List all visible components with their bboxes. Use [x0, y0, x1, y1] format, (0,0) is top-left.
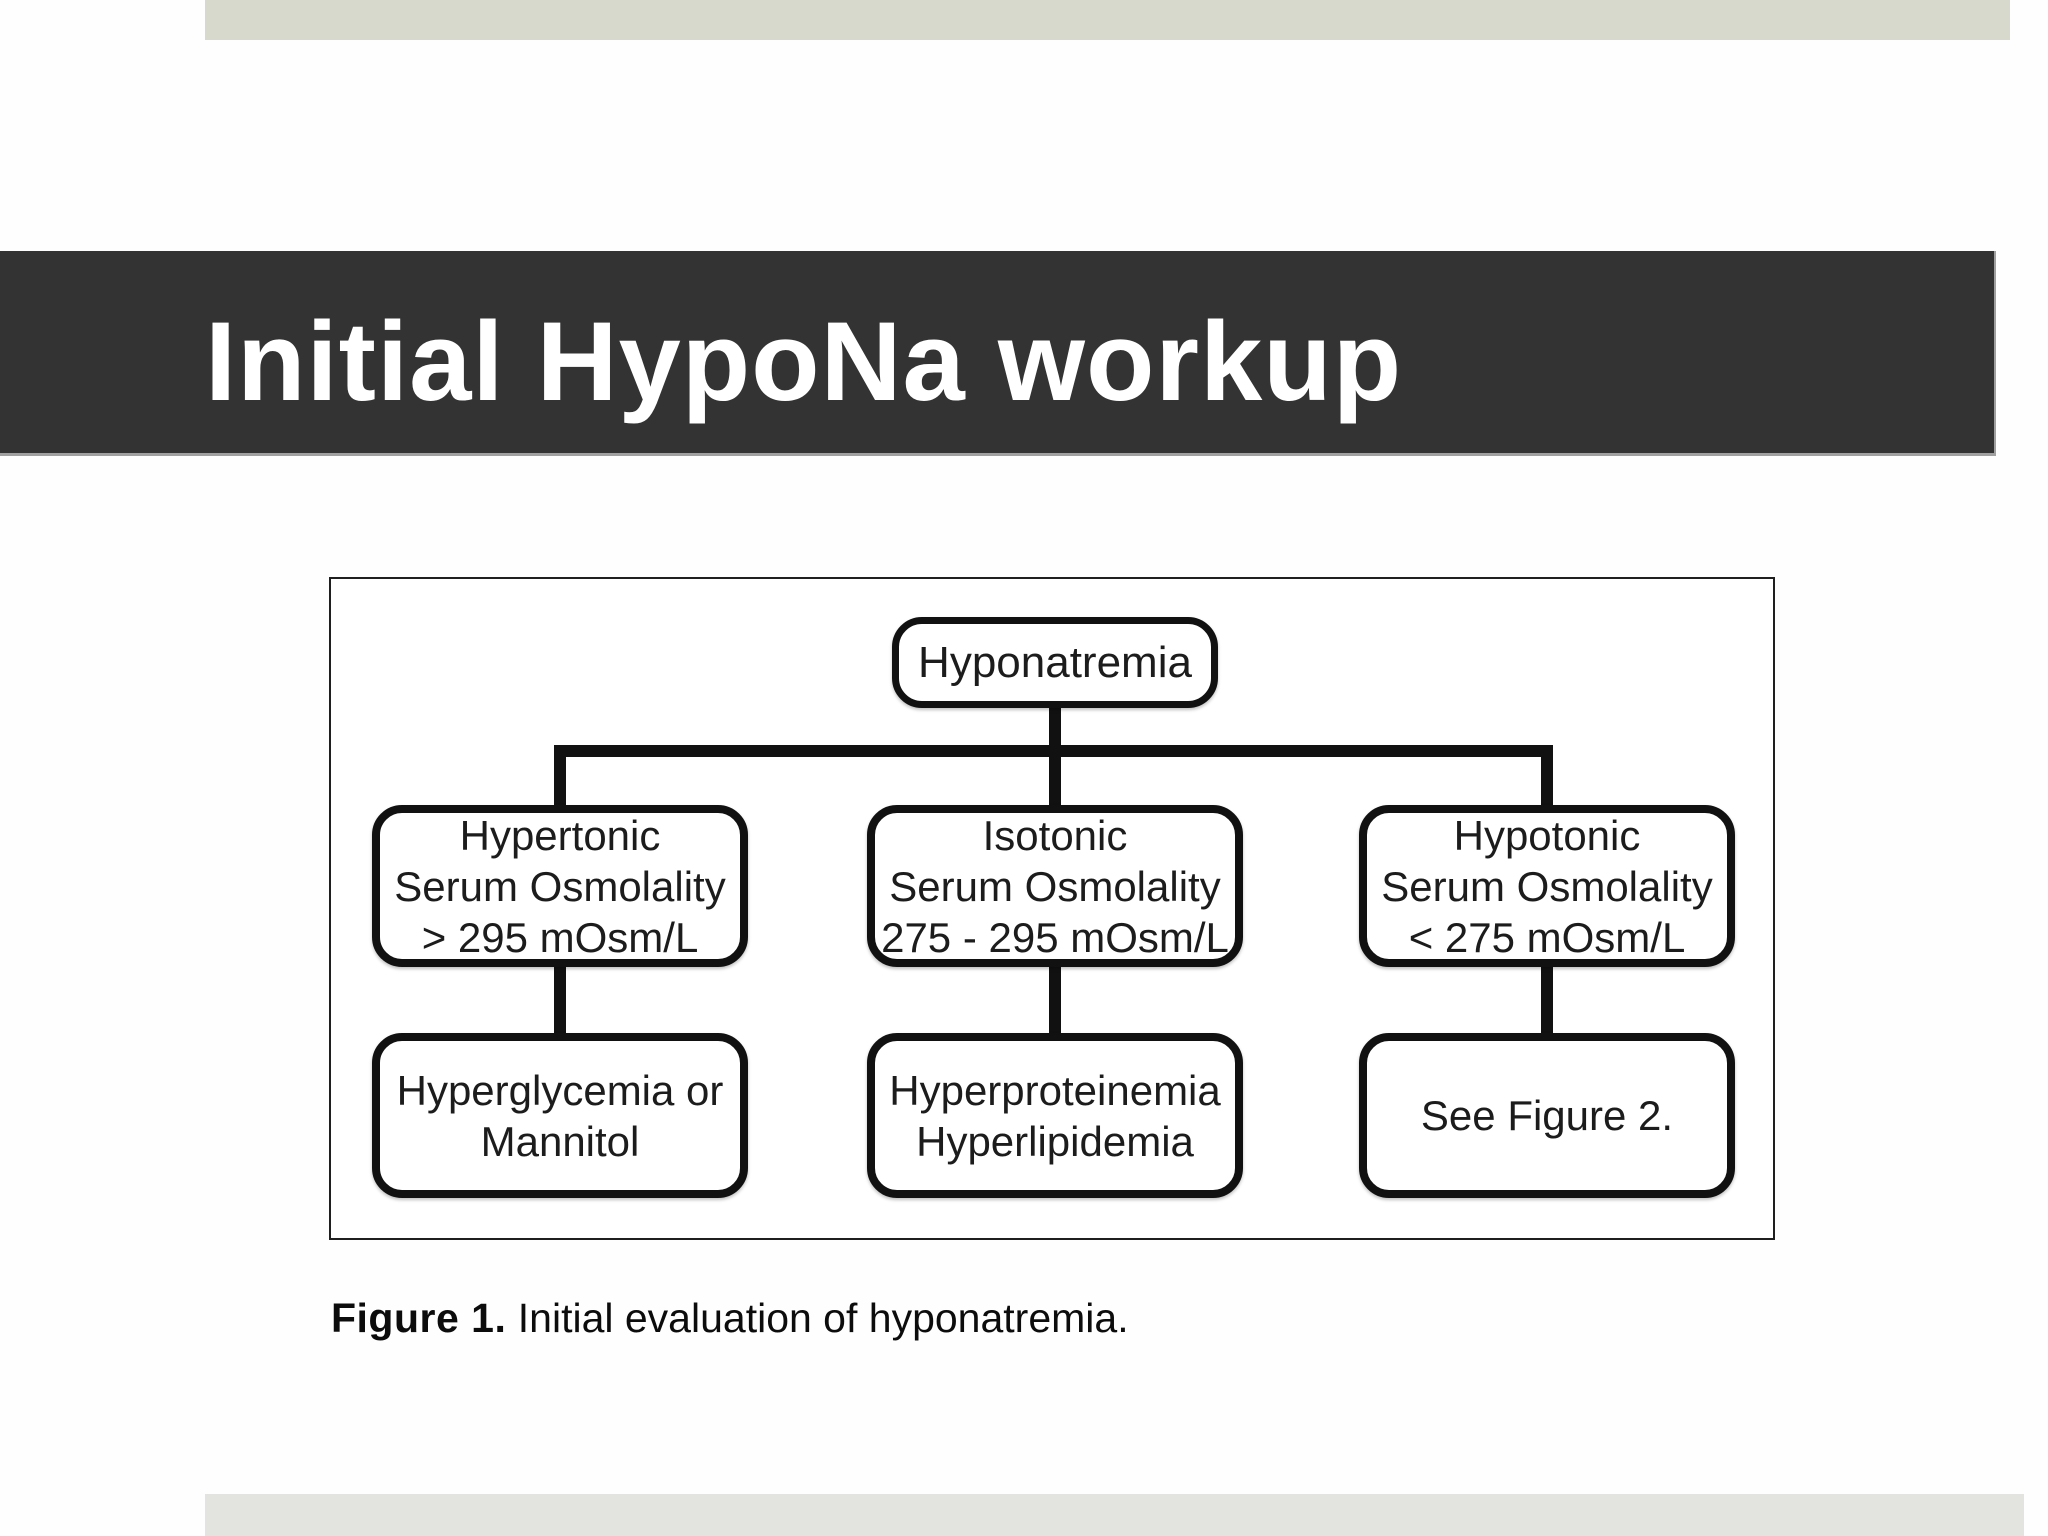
figure-caption-label: Figure 1.	[331, 1295, 507, 1341]
node-hyperproteinemia-hyperlipidemia: Hyperproteinemia Hyperlipidemia	[867, 1033, 1243, 1198]
connector-drop-right	[1541, 745, 1553, 809]
connector-left-result	[554, 965, 566, 1037]
connector-center-result	[1049, 965, 1061, 1037]
figure-caption-text: Initial evaluation of hyponatremia.	[506, 1295, 1129, 1341]
figure-panel: Hyponatremia Hypertonic Serum Osmolality…	[329, 577, 1775, 1240]
node-hypotonic-condition: Hypotonic Serum Osmolality < 275 mOsm/L	[1359, 805, 1735, 967]
page-title: Initial HypoNa workup	[205, 298, 1403, 424]
node-hyperglycemia-mannitol: Hyperglycemia or Mannitol	[372, 1033, 748, 1198]
node-isotonic-condition: Isotonic Serum Osmolality 275 - 295 mOsm…	[867, 805, 1243, 967]
figure-caption: Figure 1. Initial evaluation of hyponatr…	[331, 1295, 1129, 1342]
connector-drop-left	[554, 745, 566, 809]
bottom-accent-bar	[205, 1494, 2024, 1536]
top-accent-bar	[205, 0, 2010, 40]
connector-drop-center	[1049, 745, 1061, 809]
title-band: Initial HypoNa workup	[0, 251, 1996, 456]
connector-right-result	[1541, 965, 1553, 1037]
connector-root-stem	[1049, 706, 1061, 751]
node-see-figure-2: See Figure 2.	[1359, 1033, 1735, 1198]
node-hypertonic-condition: Hypertonic Serum Osmolality > 295 mOsm/L	[372, 805, 748, 967]
node-hyponatremia: Hyponatremia	[892, 617, 1218, 708]
